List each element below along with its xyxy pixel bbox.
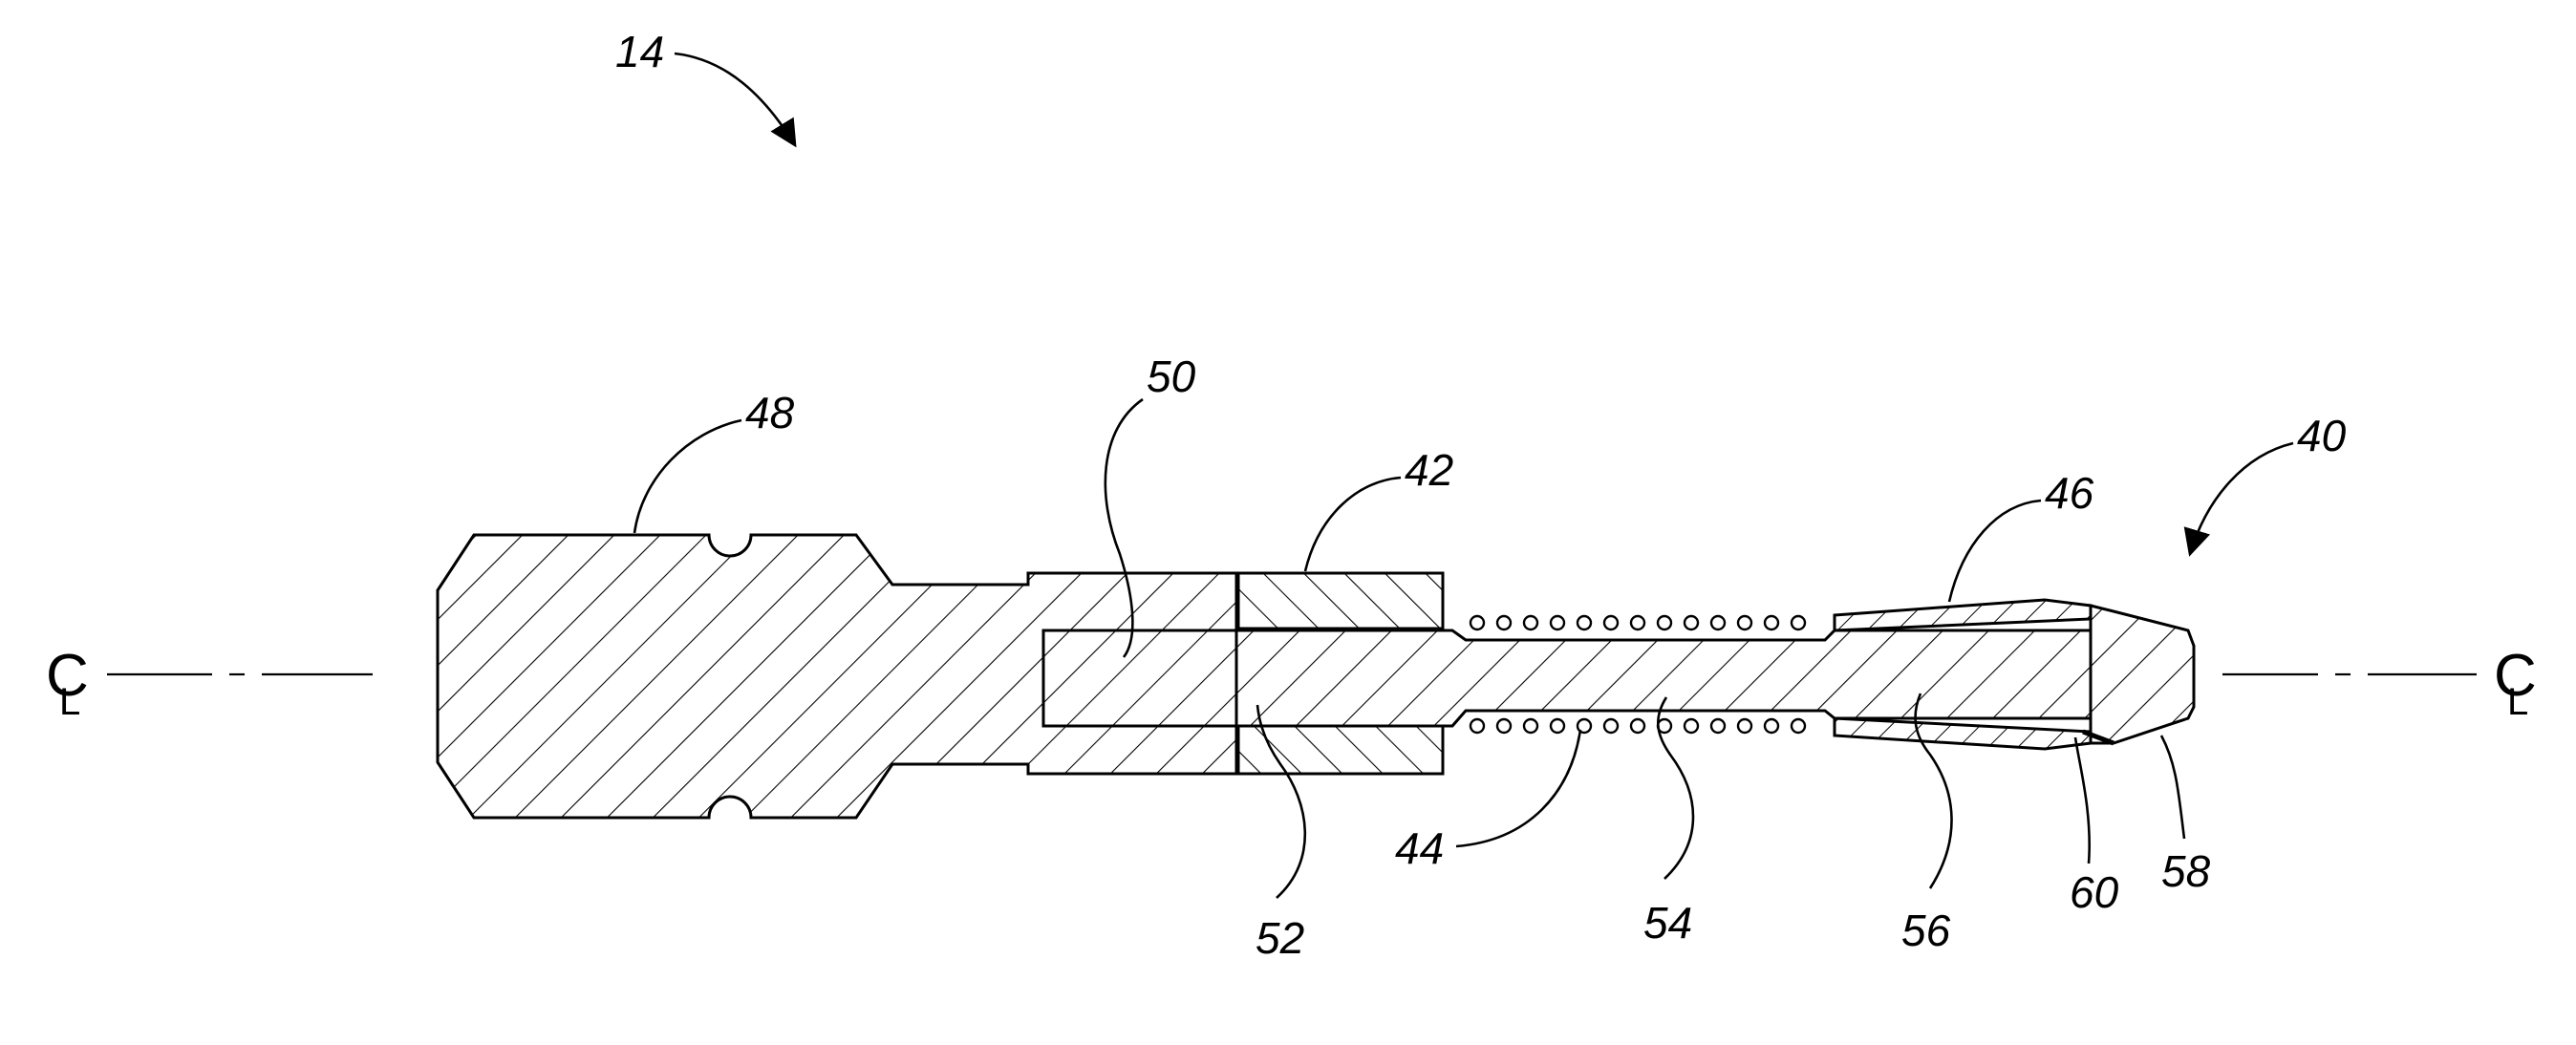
leader-48 <box>634 420 741 533</box>
ref-58: 58 <box>2161 846 2211 896</box>
centerline-left: C L <box>46 643 373 723</box>
ref-44: 44 <box>1395 823 1444 873</box>
ref-48: 48 <box>745 388 795 437</box>
centerline-right-l: L <box>2507 681 2528 723</box>
centerline-right: C L <box>2222 643 2537 723</box>
collet-46-lower <box>1835 718 2091 749</box>
ref-42: 42 <box>1405 445 1453 495</box>
spring-44-lower <box>1470 719 1805 733</box>
ref-50: 50 <box>1147 352 1196 401</box>
ref-14: 14 <box>615 27 664 76</box>
ref-40: 40 <box>2297 411 2347 460</box>
leader-46 <box>1949 501 2041 602</box>
collet-46-upper <box>1835 600 2091 630</box>
leader-42 <box>1305 478 1401 571</box>
leader-60 <box>2075 737 2090 864</box>
pin-52-54-56 <box>1043 630 2091 726</box>
centerline-left-l: L <box>59 681 80 723</box>
leader-44 <box>1456 730 1580 846</box>
leader-58 <box>2161 736 2184 839</box>
ref-46: 46 <box>2045 468 2094 518</box>
leader-14 <box>675 53 795 145</box>
spring-44-upper <box>1470 616 1805 629</box>
ref-54: 54 <box>1643 898 1692 948</box>
ref-60: 60 <box>2070 867 2119 917</box>
sleeve-42-upper <box>1236 573 1443 629</box>
ref-52: 52 <box>1256 913 1304 963</box>
ref-56: 56 <box>1901 906 1951 955</box>
tip-58 <box>2091 606 2194 743</box>
sleeve-42-lower <box>1236 726 1443 774</box>
leader-40 <box>2190 443 2293 554</box>
